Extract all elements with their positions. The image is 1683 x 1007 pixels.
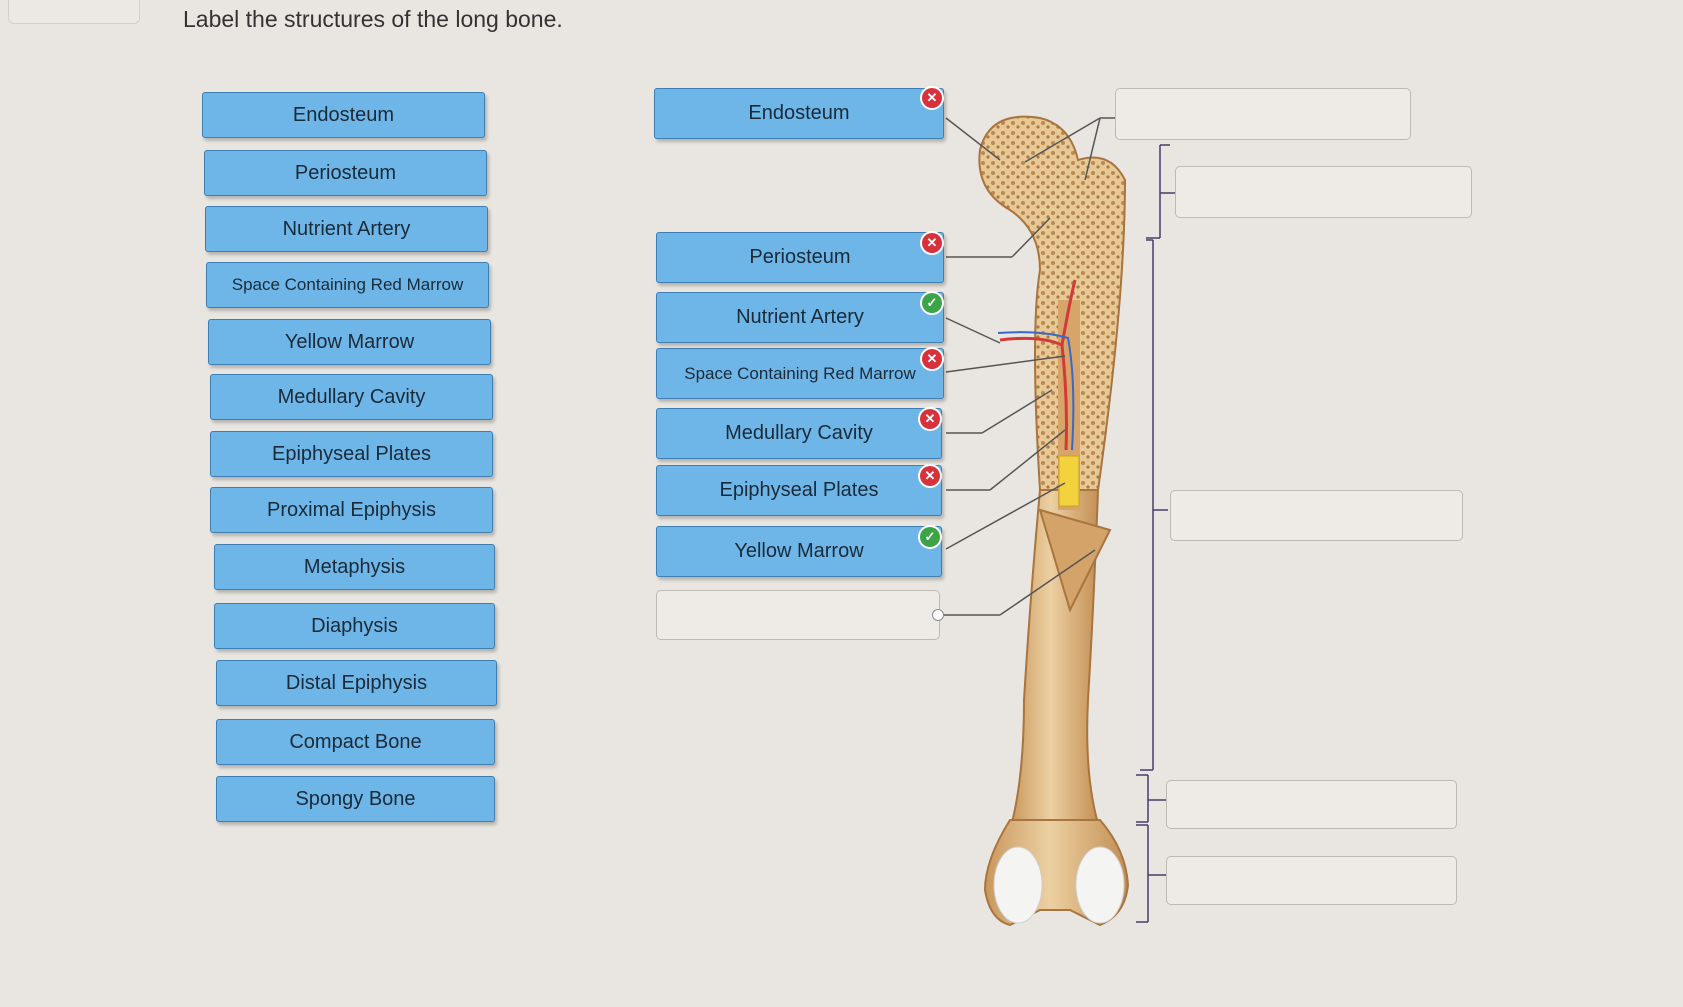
incorrect-icon: ✕ — [920, 409, 940, 429]
bank-label-proximal-epiphysis[interactable]: Proximal Epiphysis — [210, 487, 493, 533]
correct-icon: ✓ — [920, 527, 940, 547]
yellow-marrow-shape — [1058, 455, 1080, 507]
placed-label-yellow-marrow[interactable]: Yellow Marrow — [656, 526, 942, 577]
bank-label-medullary-cavity[interactable]: Medullary Cavity — [210, 374, 493, 420]
placed-label-epiphyseal-plates[interactable]: Epiphyseal Plates — [656, 465, 942, 516]
incorrect-icon: ✕ — [922, 88, 942, 108]
drop-target-right-4[interactable] — [1166, 780, 1457, 829]
bank-label-epiphyseal-plates[interactable]: Epiphyseal Plates — [210, 431, 493, 477]
cut-edge — [1038, 508, 1112, 613]
bank-label-spongy-bone[interactable]: Spongy Bone — [216, 776, 495, 822]
drop-target-empty[interactable] — [656, 590, 940, 640]
drop-target-right-5[interactable] — [1166, 856, 1457, 905]
placed-label-endosteum[interactable]: Endosteum — [654, 88, 944, 139]
placed-label-nutrient-artery[interactable]: Nutrient Artery — [656, 292, 944, 343]
bank-label-yellow-marrow[interactable]: Yellow Marrow — [208, 319, 491, 365]
correct-icon: ✓ — [922, 293, 942, 313]
bank-label-distal-epiphysis[interactable]: Distal Epiphysis — [216, 660, 497, 706]
leader-handle[interactable] — [932, 609, 944, 621]
placed-label-periosteum[interactable]: Periosteum — [656, 232, 944, 283]
condyle-right — [1075, 846, 1125, 924]
vein-shape — [997, 331, 1075, 451]
drop-target-right-3[interactable] — [1170, 490, 1463, 541]
bank-label-space-containing-red-marrow[interactable]: Space Containing Red Marrow — [206, 262, 489, 308]
bank-label-periosteum[interactable]: Periosteum — [204, 150, 487, 196]
top-tab[interactable] — [8, 0, 140, 24]
question-prompt: Label the structures of the long bone. — [183, 6, 563, 32]
placed-label-space-containing-red-marrow[interactable]: Space Containing Red Marrow — [656, 348, 944, 399]
placed-label-medullary-cavity[interactable]: Medullary Cavity — [656, 408, 942, 459]
bank-label-metaphysis[interactable]: Metaphysis — [214, 544, 495, 590]
proximal-epiphysis-shape — [978, 115, 1127, 491]
incorrect-icon: ✕ — [922, 233, 942, 253]
drop-target-right-1[interactable] — [1115, 88, 1411, 140]
bank-label-compact-bone[interactable]: Compact Bone — [216, 719, 495, 765]
bank-label-diaphysis[interactable]: Diaphysis — [214, 603, 495, 649]
incorrect-icon: ✕ — [922, 349, 942, 369]
bank-label-nutrient-artery[interactable]: Nutrient Artery — [205, 206, 488, 252]
condyle-left — [993, 846, 1043, 924]
bank-label-endosteum[interactable]: Endosteum — [202, 92, 485, 138]
drop-target-right-2[interactable] — [1175, 166, 1472, 218]
incorrect-icon: ✕ — [920, 466, 940, 486]
